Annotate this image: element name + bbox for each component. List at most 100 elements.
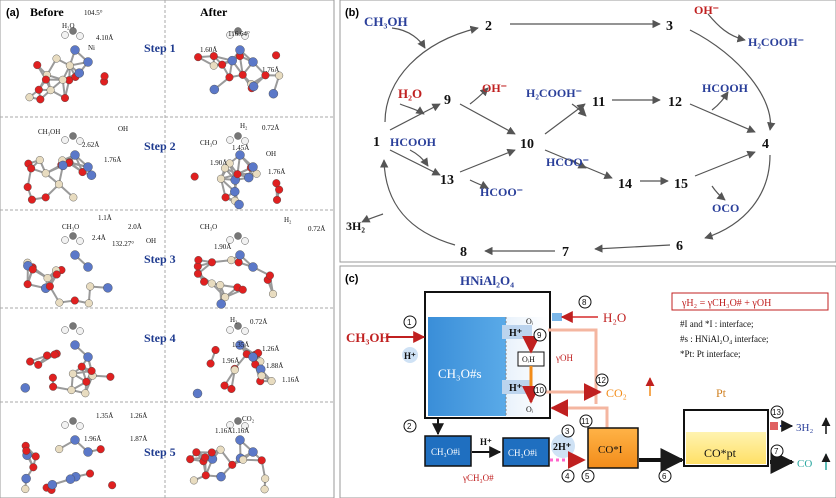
ann-s5-d2: 1.26Å [130,412,147,420]
oxygen-atom [272,179,281,188]
step-1-label: Step 1 [144,41,176,55]
adsorbate-atom [234,27,242,35]
panel-b-nodes: 1 2 3 4 6 7 8 9 10 11 12 13 14 15 [373,19,769,260]
nickel-atom [83,162,93,172]
arrow-6-7 [594,244,671,253]
nickel-atom [216,299,226,309]
aluminum-atom [69,193,78,202]
molecule-clusters [20,27,284,494]
oxygen-atom [50,350,59,359]
step-4-label: Step 4 [144,331,176,345]
node-6: 6 [676,239,683,254]
ch3o-s-label: CH₃O#s [438,366,482,381]
nickel-atom [248,447,258,457]
nickel-atom [70,250,80,260]
adsorbate-atom [69,322,77,330]
aluminum-atom [209,61,218,70]
ann-s3-d4: 0.72Å [308,225,325,233]
equation-box [671,292,829,311]
ch3o-i-label-2: CH₃O#i [508,448,538,458]
oxygen-atom [207,258,216,267]
adsorbate-atom [226,136,234,144]
nickel-atom [248,57,258,67]
h2o-inlet [552,313,562,321]
ann-s3-d5: 1.90Å [214,243,231,251]
nickel-atom [235,340,245,350]
aluminum-atom [25,93,34,102]
two-h-label: 2H⁺ [553,442,571,453]
node-1: 1 [373,135,380,150]
oxygen-atom [238,285,247,294]
arrow-hcoo-out [469,179,489,189]
oxygen-atom [43,351,52,360]
aluminum-atom [41,169,50,178]
nickel-atom [230,186,240,197]
adsorbate-atom [76,327,84,335]
adsorbate-atom [234,322,242,330]
h-plus-chain: H⁺ [480,437,492,447]
oxygen-atom [200,277,209,286]
oxygen-atom [265,271,274,280]
aluminum-atom [221,164,230,173]
oxygen-atom [238,70,247,79]
oxygen-atom [49,382,58,391]
nickel-atom [47,480,58,490]
ann-s5-d6: 1.16Å [232,427,249,435]
aluminum-atom [84,299,93,308]
nickel-atom [83,352,93,362]
nickel-atom [248,262,258,272]
aluminum-atom [54,180,63,189]
adsorbate-atom [234,417,242,425]
oi-top: Oᵢ [526,317,534,326]
oxygen-atom [186,455,195,464]
ann-s3-d2: 2.0Å [128,223,142,231]
arrow-oh-out [469,87,489,105]
adsorbate-atom [76,237,84,245]
pt-box [683,409,769,467]
aluminum-atom [86,282,95,291]
aluminum-atom [43,274,52,283]
aluminum-atom [65,61,74,70]
panel-a-label: (a) [6,7,20,19]
adsorbate-atom [241,137,249,145]
arrow-3h2-out [361,213,384,223]
adsorbate-atom [61,236,69,244]
panel-a-annotations: 104.5° H₂O 4.10Å Ni 116.64° 1.60Å 1.76Å … [38,9,325,443]
nickel-atom [21,473,31,484]
node-3: 3 [666,19,673,34]
oxygen-atom [228,460,237,469]
step-5-label: Step 5 [144,445,176,459]
oxygen-atom [201,471,210,480]
aluminum-atom [227,256,236,265]
col-after-label: After [200,5,228,19]
nickel-atom [83,447,93,457]
nickel-atom [74,68,84,78]
ann-s1-angle: 104.5° [84,9,103,17]
step-3-label: Step 3 [144,252,176,266]
nickel-atom [216,471,226,482]
circle-12: 12 [597,376,606,385]
ann-s2-d1: 2.62Å [82,141,99,149]
oxygen-atom [261,71,270,80]
oxygen-atom [41,193,50,202]
nickel-atom [235,250,245,260]
oxygen-atom [26,357,35,366]
adsorbate-atom [76,32,84,40]
arrow-oh-h2cooh [707,13,746,43]
aluminum-atom [260,485,269,494]
aluminum-atom [261,474,270,483]
arrow-1-9 [389,103,441,131]
aluminum-atom [67,386,76,395]
nickel-atom [83,57,93,67]
oxygen-atom [27,164,36,173]
ann-s3-d3: 2.4Å [92,234,106,242]
ann-s3-oh: OH [146,237,156,245]
oxygen-atom [82,377,91,386]
oxygen-atom [36,95,45,104]
circle-7: 7 [774,447,779,456]
arrow-hcooh-in [409,149,429,167]
adsorbate-atom [226,236,234,244]
h-plus-bubble [402,347,418,363]
adsorbate-atom [241,32,249,40]
adsorbate-atom [234,132,242,140]
